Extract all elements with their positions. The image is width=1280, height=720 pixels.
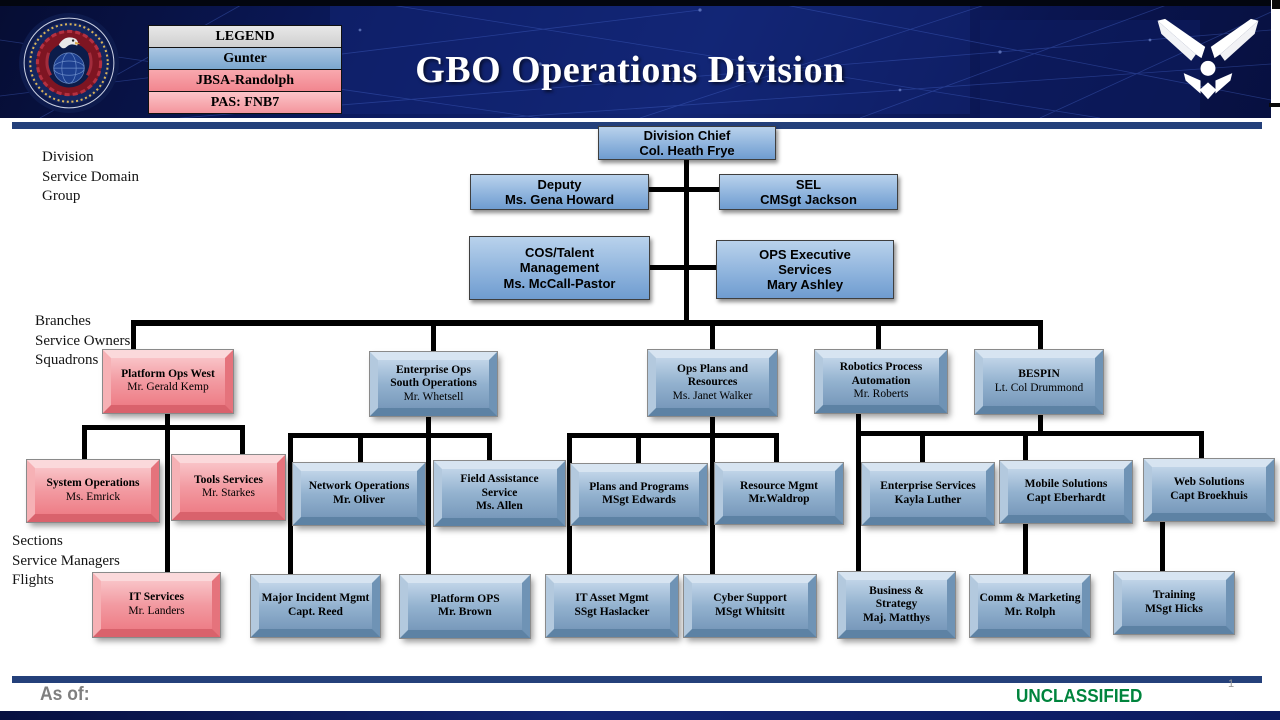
- connector-line: [856, 431, 1204, 436]
- connector-line: [710, 320, 715, 352]
- header-banner: LEGEND Gunter JBSA-Randolph PAS: FNB7 GB…: [0, 0, 1280, 118]
- connector-line: [856, 413, 861, 574]
- connector-line: [774, 433, 779, 465]
- page-number: 1: [1228, 678, 1235, 690]
- connector-line: [358, 433, 363, 465]
- connector-line: [636, 433, 641, 466]
- connector-line: [240, 425, 245, 457]
- connector-line: [710, 416, 715, 577]
- connector-line: [684, 160, 689, 325]
- corner-mark: [1272, 0, 1280, 9]
- connector-line: [1023, 523, 1028, 577]
- connector-line: [82, 425, 87, 462]
- legend-item-gunter: Gunter: [149, 48, 341, 70]
- connector-line: [876, 320, 881, 352]
- connector-line: [165, 413, 170, 573]
- legend-item-jbsa-randolph: JBSA-Randolph: [149, 70, 341, 92]
- connector-line: [567, 433, 572, 575]
- bottom-edge-strip: [0, 711, 1280, 720]
- organization-seal-icon: [19, 13, 119, 113]
- legend-item-pas: PAS: FNB7: [149, 92, 341, 113]
- legend: LEGEND Gunter JBSA-Randolph PAS: FNB7: [148, 25, 342, 114]
- page-title: GBO Operations Division: [415, 49, 845, 91]
- corner-mark: [1269, 103, 1280, 107]
- header-divider-bar: [12, 122, 1262, 129]
- connector-line: [131, 320, 136, 352]
- air-force-logo-icon: [1157, 18, 1259, 100]
- network-lines-decoration: [0, 0, 1271, 118]
- connector-line: [288, 433, 492, 438]
- as-of-label: As of:: [40, 684, 90, 705]
- connector-line: [82, 425, 245, 430]
- connector-line: [1160, 521, 1165, 574]
- legend-title: LEGEND: [149, 26, 341, 48]
- top-edge-strip: [0, 0, 1271, 6]
- connector-line: [1038, 320, 1043, 352]
- connector-line: [567, 433, 779, 438]
- connector-line: [431, 320, 436, 354]
- right-edge-strip: [1271, 0, 1280, 118]
- connector-line: [426, 416, 431, 575]
- connector-line: [131, 320, 1042, 326]
- connector-line: [1199, 431, 1204, 461]
- connector-line: [649, 187, 719, 192]
- connector-line: [920, 431, 925, 465]
- connector-line: [1038, 414, 1043, 434]
- connector-line: [1023, 431, 1028, 463]
- connector-line: [650, 265, 716, 270]
- footer-divider-bar: [12, 676, 1262, 683]
- connector-line: [288, 433, 293, 575]
- classification-label: UNCLASSIFIED: [1016, 686, 1143, 706]
- connector-line: [487, 433, 492, 463]
